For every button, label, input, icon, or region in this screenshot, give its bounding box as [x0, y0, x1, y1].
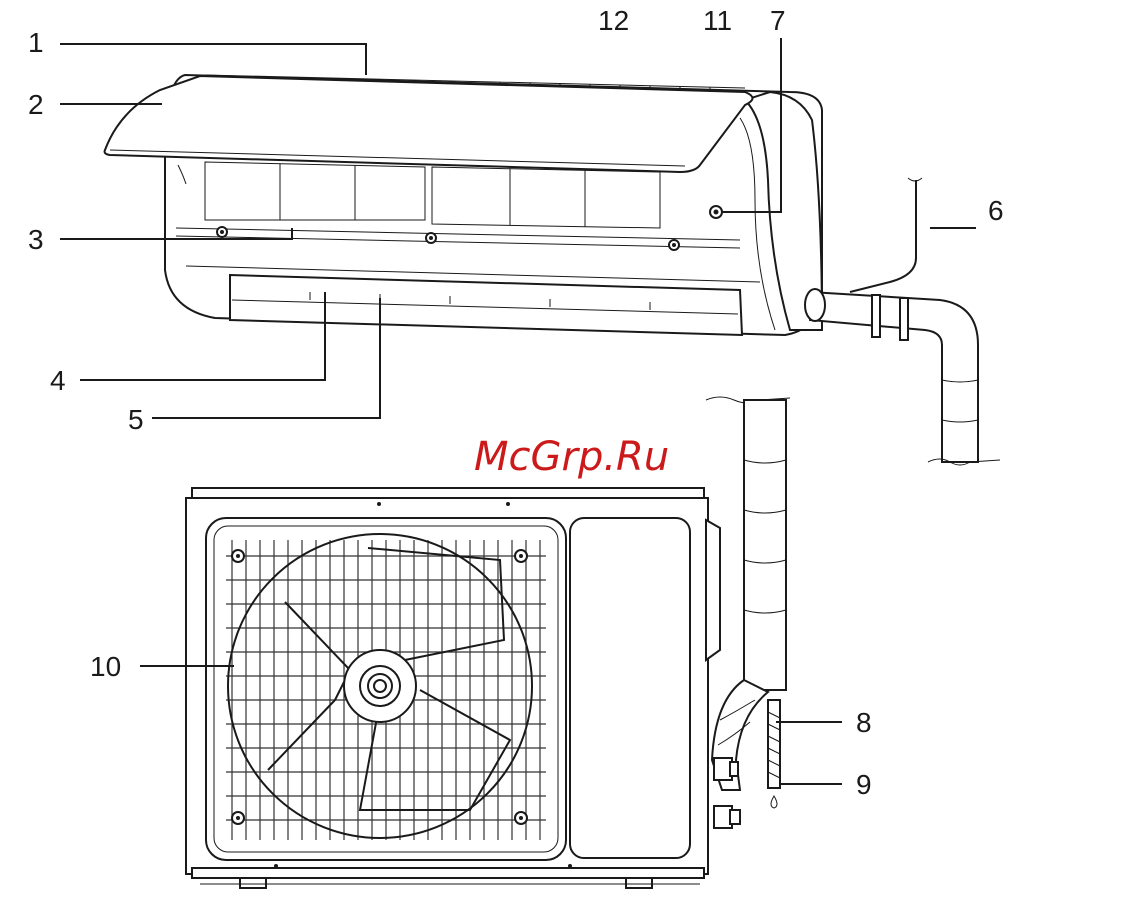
watermark: McGrp.Ru	[474, 434, 669, 480]
outdoor-unit-feet	[240, 878, 266, 888]
power-cable	[850, 180, 916, 292]
callout-12: 12	[598, 5, 629, 36]
outdoor-side-panel	[570, 518, 690, 858]
callout-2: 2	[28, 89, 44, 120]
vertical-pipe	[744, 400, 786, 690]
callout-7: 7	[770, 5, 786, 36]
callout-11: 11	[703, 5, 732, 36]
outdoor-unit	[186, 488, 720, 888]
service-valves	[714, 758, 740, 828]
callout-8: 8	[856, 707, 872, 738]
front-panel-open	[105, 76, 753, 172]
indoor-unit	[105, 75, 822, 335]
water-drop-icon	[771, 796, 777, 808]
callout-9: 9	[856, 769, 872, 800]
callout-4: 4	[50, 365, 66, 396]
callout-3: 3	[28, 224, 44, 255]
callout-6: 6	[988, 195, 1004, 226]
callout-10: 10	[90, 651, 121, 682]
callout-1: 1	[28, 27, 44, 58]
callout-5: 5	[128, 404, 144, 435]
refrigerant-pipe-bundle	[810, 292, 978, 462]
